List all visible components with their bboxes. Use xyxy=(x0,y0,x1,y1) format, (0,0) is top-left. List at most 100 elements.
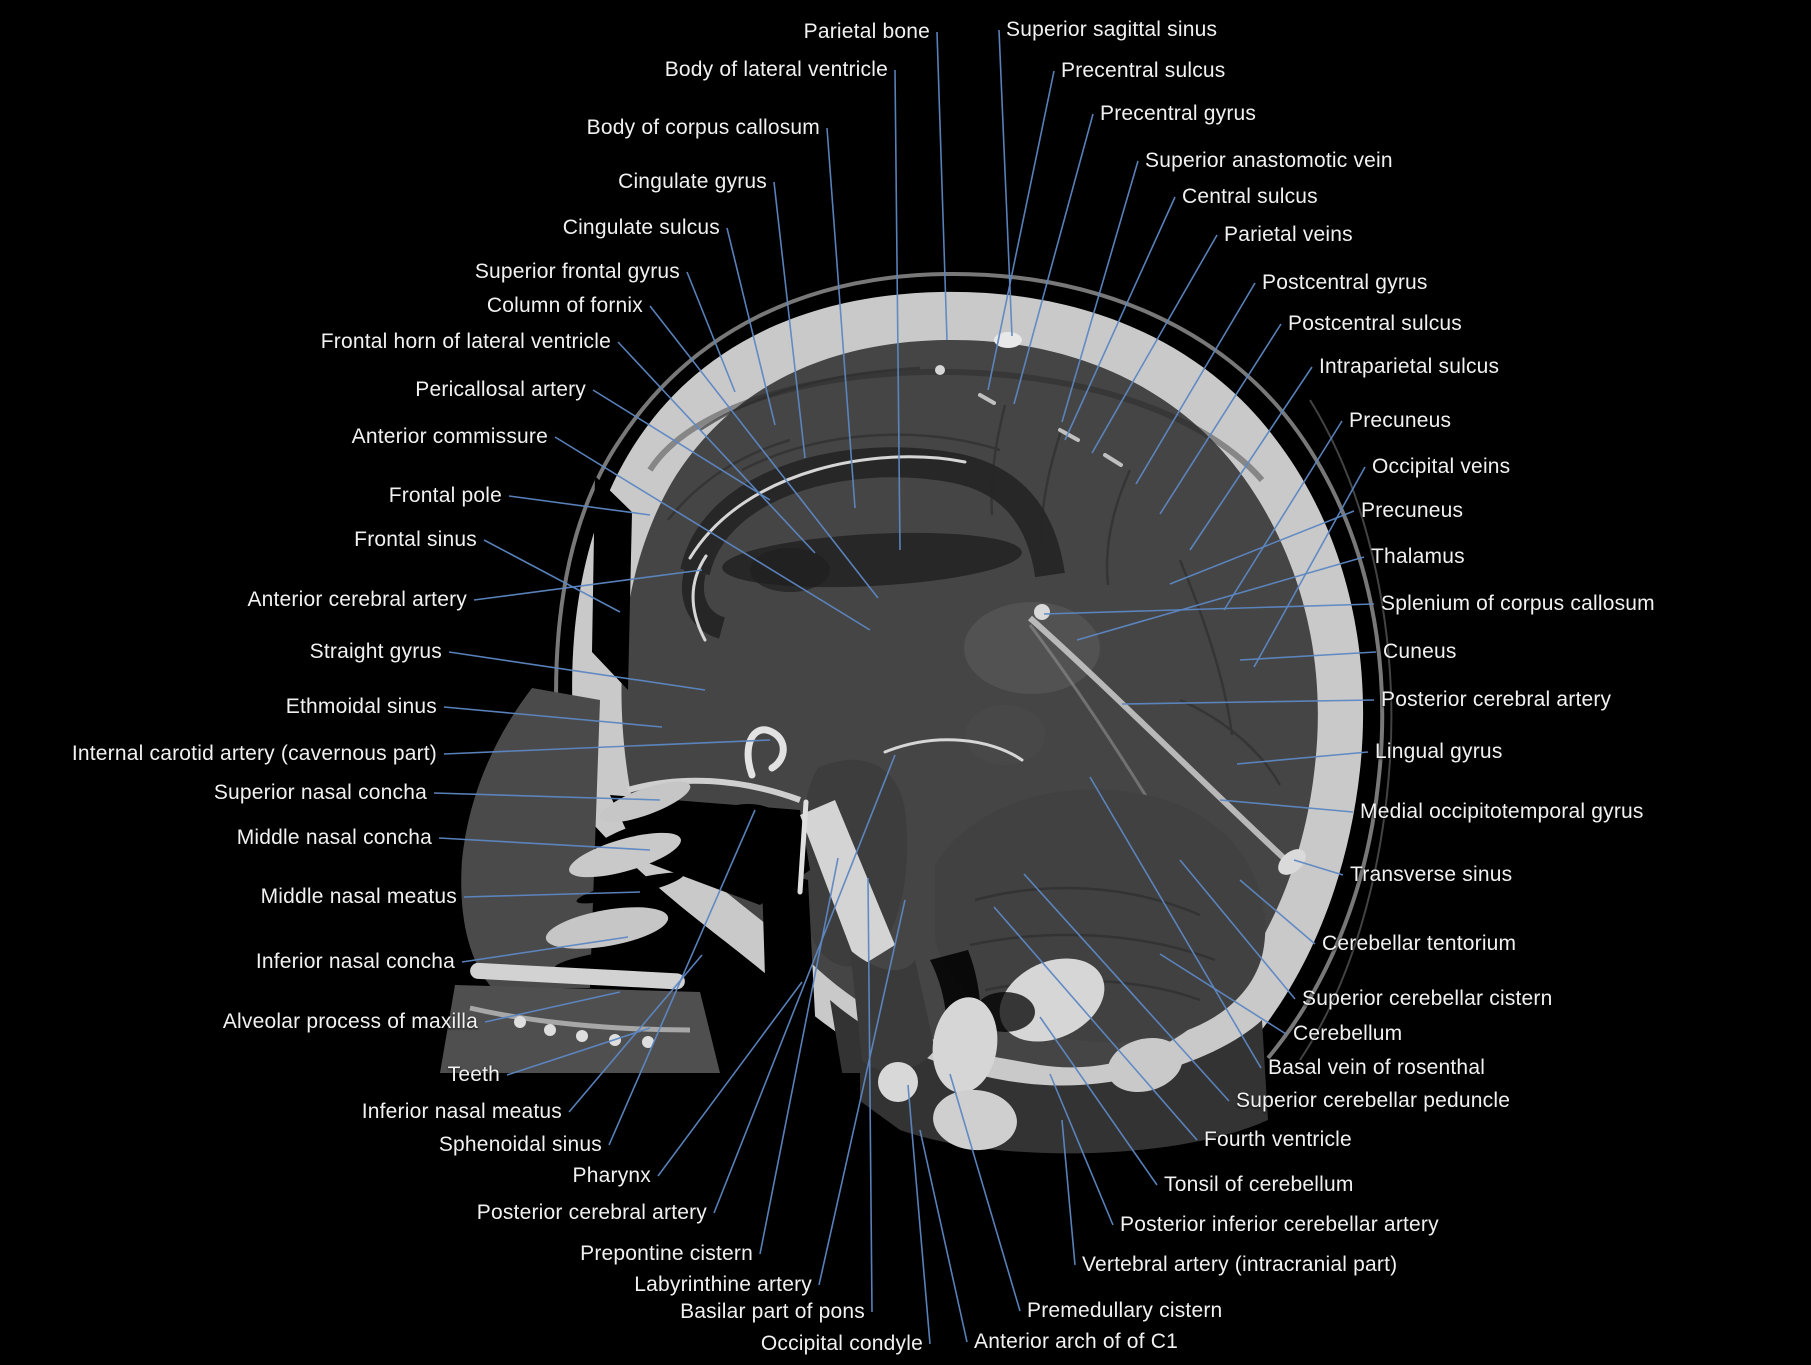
anatomy-label: Column of fornix xyxy=(486,294,643,317)
sphenoidal-sinus-cavity xyxy=(702,804,794,872)
leader-line xyxy=(608,809,756,1146)
anatomy-label: Superior cerebellar cistern xyxy=(1302,987,1553,1010)
superior-sagittal-sinus-vessel xyxy=(994,332,1022,348)
leader-line xyxy=(818,899,906,1286)
corpus-callosum-genu xyxy=(682,569,726,639)
anatomy-label: Middle nasal concha xyxy=(236,826,432,849)
anatomy-label: Inferior nasal meatus xyxy=(361,1100,562,1123)
anatomy-label: Superior anastomotic vein xyxy=(1145,149,1393,172)
anatomy-label: Superior cerebellar peduncle xyxy=(1236,1089,1511,1112)
anatomy-label: Occipital condyle xyxy=(760,1332,923,1355)
leader-line xyxy=(1064,196,1176,441)
anatomy-label: Central sulcus xyxy=(1182,185,1318,208)
frontal-sinus-cavity xyxy=(592,476,632,690)
anatomy-label: Postcentral gyrus xyxy=(1262,271,1428,294)
anatomy-label: Cerebellum xyxy=(1293,1022,1403,1045)
leader-line xyxy=(1049,1073,1114,1226)
leader-line xyxy=(1293,859,1344,876)
leader-line xyxy=(463,891,641,898)
airway-gap-2 xyxy=(576,872,684,904)
anatomy-label: Basilar part of pons xyxy=(680,1300,865,1323)
anatomy-label: Fourth ventricle xyxy=(1204,1128,1352,1151)
anatomy-label: Transverse sinus xyxy=(1350,863,1513,886)
anatomy-label: Middle nasal meatus xyxy=(260,885,457,908)
anatomy-label: Ethmoidal sinus xyxy=(285,695,437,718)
anatomy-label: Prepontine cistern xyxy=(580,1242,753,1265)
clivus-bone xyxy=(800,800,895,968)
leader-line xyxy=(484,991,621,1023)
leader-line xyxy=(867,877,873,1313)
anatomy-label: Teeth xyxy=(447,1063,500,1086)
c2-body-bone xyxy=(933,1089,1017,1151)
leader-line xyxy=(657,981,803,1177)
leader-line xyxy=(713,754,896,1214)
leader-line xyxy=(1043,603,1375,615)
superior-nasal-concha-bone xyxy=(599,781,691,823)
leader-line xyxy=(1076,556,1365,641)
anatomy-label: Posterior cerebral artery xyxy=(476,1201,707,1224)
anatomy-label: Pharynx xyxy=(572,1164,651,1187)
anatomy-label: Precentral sulcus xyxy=(1061,59,1226,82)
leader-line xyxy=(1091,234,1218,454)
anatomy-label: Precuneus xyxy=(1361,499,1464,522)
leader-line xyxy=(554,436,871,631)
leader-line xyxy=(473,569,703,601)
leader-line xyxy=(438,837,651,851)
middle-nasal-concha-bone xyxy=(569,832,681,878)
anatomy-label: Medial occipitotemporal gyrus xyxy=(1360,800,1644,823)
anatomy-label: Anterior cerebral artery xyxy=(247,588,467,611)
anatomy-label: Basal vein of rosenthal xyxy=(1268,1056,1486,1079)
leader-line xyxy=(936,31,948,341)
anatomy-label: Vertebral artery (intracranial part) xyxy=(1082,1253,1398,1276)
anatomy-label: Superior sagittal sinus xyxy=(1006,18,1218,41)
leader-line xyxy=(773,181,806,459)
posterior-arch-c1-bone xyxy=(1107,1038,1183,1092)
anatomy-label: Posterior cerebral artery xyxy=(1381,688,1612,711)
anatomy-label: Anterior commissure xyxy=(351,425,548,448)
vessels xyxy=(688,393,1123,895)
anatomy-label: Sphenoidal sinus xyxy=(438,1133,602,1156)
anatomy-label: Body of lateral ventricle xyxy=(664,58,888,81)
leader-line xyxy=(1236,751,1369,765)
leader-line xyxy=(1039,1016,1158,1186)
cortical-vein-2 xyxy=(1103,453,1123,467)
anatomy-label: Lingual gyrus xyxy=(1375,740,1503,763)
cerebellar-tentorium-line xyxy=(1028,615,1291,865)
leader-line xyxy=(1189,366,1313,551)
leader-line xyxy=(998,29,1013,337)
midbrain-region xyxy=(965,705,1045,765)
anatomy-label: Frontal sinus xyxy=(354,528,477,551)
leader-line xyxy=(617,341,816,554)
anterior-cerebral-artery-vessel xyxy=(691,554,708,642)
anatomy-label: Body of corpus callosum xyxy=(586,116,820,139)
anatomy-label: Labyrinthine artery xyxy=(634,1273,812,1296)
skin-back-contour xyxy=(1299,399,1393,1061)
leader-line xyxy=(949,1073,1021,1312)
leader-line xyxy=(993,906,1198,1141)
leader-line xyxy=(1179,859,1296,1000)
scalp-outline xyxy=(554,271,1385,1060)
leader-line xyxy=(726,227,776,426)
leader-line xyxy=(987,70,1055,391)
anatomy-label: Cingulate gyrus xyxy=(618,170,767,193)
anatomy-label: Cerebellar tentorium xyxy=(1322,932,1517,955)
leader-line xyxy=(506,1027,651,1076)
leader-line xyxy=(1169,510,1355,585)
hard-palate-bone xyxy=(470,962,685,990)
leader-line xyxy=(433,792,661,801)
anterior-fossa-floor xyxy=(627,777,802,803)
leader-line xyxy=(1253,466,1366,668)
internal-carotid-vessel xyxy=(744,726,787,779)
thalamus-region xyxy=(964,602,1100,694)
inferior-nasal-concha-bone xyxy=(545,907,669,949)
leader-line xyxy=(443,739,771,755)
cortical-vein-1 xyxy=(1058,428,1080,442)
anatomy-label: Thalamus xyxy=(1371,545,1465,568)
vein-of-galen-vessel xyxy=(1034,604,1050,620)
leader-line xyxy=(592,389,771,501)
leader-line xyxy=(1023,873,1230,1102)
anatomy-label: Parietal bone xyxy=(803,20,930,43)
leader-line xyxy=(1239,651,1377,661)
